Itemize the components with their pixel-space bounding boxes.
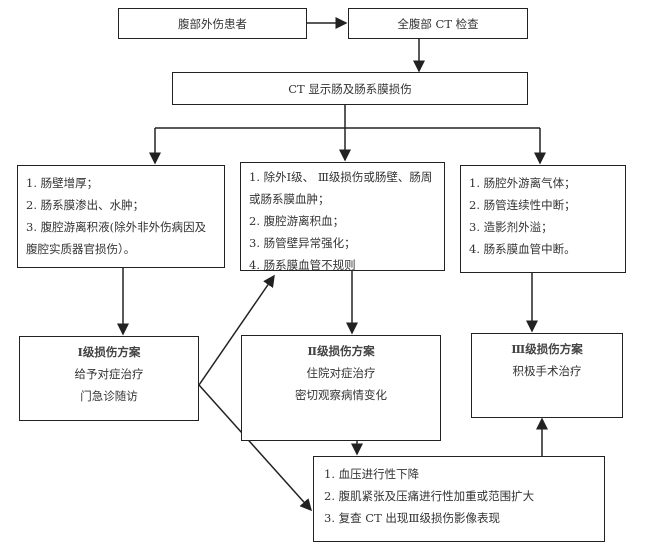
sign-item: 4. 肠系膜血管不规则: [249, 258, 356, 272]
node-start: 腹部外伤患者: [118, 8, 307, 39]
plan-line: 密切观察病情变化: [295, 388, 387, 402]
node-grade1-plan: Ⅰ级损伤方案 给予对症治疗 门急诊随访: [19, 336, 199, 421]
plan-title: Ⅱ级损伤方案: [307, 344, 375, 358]
plan-line: 积极手术治疗: [512, 364, 582, 378]
criteria-item: 3. 复查 CT 出现Ⅲ级损伤影像表现: [324, 511, 500, 525]
sign-item: 2. 肠管连续性中断；: [469, 198, 576, 212]
node-grade3-signs: 1. 肠腔外游离气体； 2. 肠管连续性中断； 3. 造影剂外溢； 4. 肠系膜…: [460, 165, 626, 273]
sign-item: 3. 腹腔游离积液(除外非外伤病因及腹腔实质器官损伤）。: [26, 220, 207, 256]
node-grade3-plan: Ⅲ级损伤方案 积极手术治疗: [471, 333, 623, 418]
sign-item: 1. 肠壁增厚；: [26, 176, 99, 190]
node-grade2-plan: Ⅱ级损伤方案 住院对症治疗 密切观察病情变化: [241, 335, 441, 441]
plan-line: 住院对症治疗: [306, 366, 376, 380]
criteria-item: 2. 腹肌紧张及压痛进行性加重或范围扩大: [324, 489, 535, 503]
sign-item: 2. 腹腔游离积血；: [249, 214, 345, 228]
arrow-grade1-to-escalation: [198, 384, 313, 512]
node-ct-finding: CT 显示肠及肠系膜损伤: [172, 72, 528, 105]
sign-item: 1. 肠腔外游离气体；: [469, 176, 576, 190]
node-escalation-criteria: 1. 血压进行性下降 2. 腹肌紧张及压痛进行性加重或范围扩大 3. 复查 CT…: [313, 456, 605, 542]
plan-line: 门急诊随访: [80, 389, 138, 403]
node-grade1-signs: 1. 肠壁增厚； 2. 肠系膜渗出、水肿； 3. 腹腔游离积液(除外非外伤病因及…: [17, 165, 225, 268]
plan-title: Ⅰ级损伤方案: [77, 345, 141, 359]
criteria-item: 1. 血压进行性下降: [324, 467, 420, 481]
sign-item: 1. 除外Ⅰ级、 Ⅲ级损伤或肠壁、肠周或肠系膜血肿；: [249, 170, 433, 206]
plan-title: Ⅲ级损伤方案: [511, 342, 583, 356]
arrow-grade1-to-grade2: [198, 274, 275, 386]
sign-item: 3. 肠管壁异常强化；: [249, 236, 356, 250]
node-ct-exam: 全腹部 CT 检查: [348, 8, 528, 39]
sign-item: 2. 肠系膜渗出、水肿；: [26, 198, 145, 212]
sign-item: 3. 造影剂外溢；: [469, 220, 553, 234]
plan-line: 给予对症治疗: [74, 367, 144, 381]
node-grade2-signs: 1. 除外Ⅰ级、 Ⅲ级损伤或肠壁、肠周或肠系膜血肿； 2. 腹腔游离积血； 3.…: [240, 162, 445, 272]
sign-item: 4. 肠系膜血管中断。: [469, 242, 576, 256]
